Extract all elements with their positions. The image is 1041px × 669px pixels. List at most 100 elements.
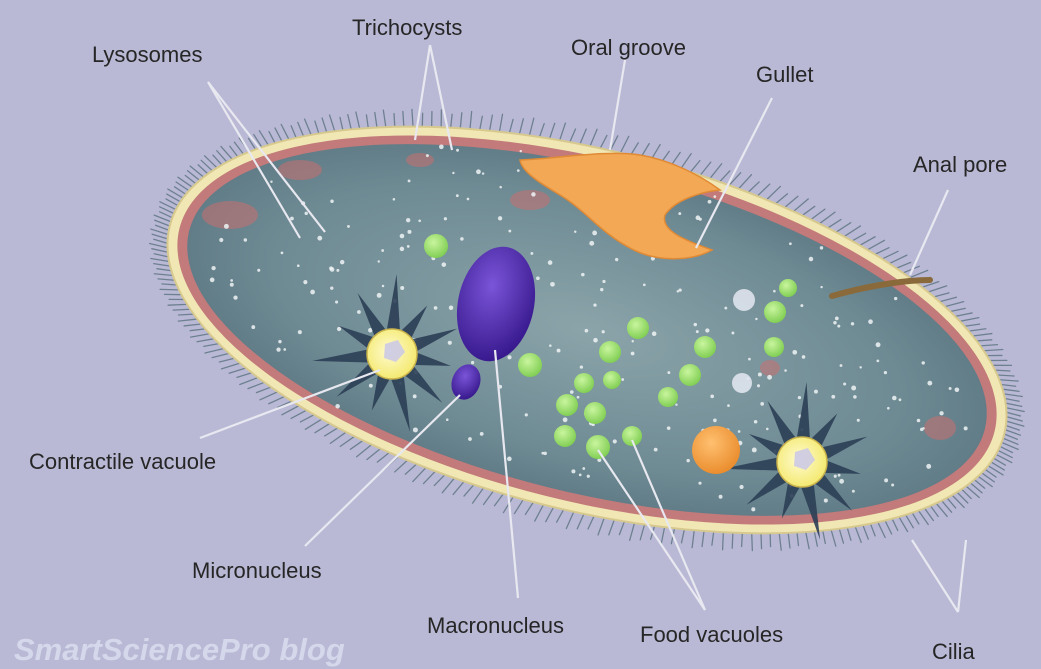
cilium [162,284,177,285]
granule [418,219,421,222]
granule [452,172,454,174]
granule [800,304,803,307]
cilium [748,182,759,192]
granule [922,427,924,429]
cilium [831,530,836,546]
cilium [442,478,454,493]
granule [340,260,344,264]
food-vacuole [658,387,678,407]
cilium [298,122,304,136]
granule [579,474,582,477]
granule [809,257,813,261]
granule [773,290,776,293]
granule [814,390,818,394]
granule [413,394,417,398]
granule [698,482,701,485]
food-vacuole [584,402,606,424]
cilium [889,255,907,263]
granule [760,402,764,406]
cilium [256,387,271,393]
granule [955,387,960,392]
granule [851,322,854,325]
granule [400,247,405,252]
granule [408,179,411,182]
granule [758,373,762,377]
granule [834,475,837,478]
cilium [779,533,781,550]
granule [480,432,484,436]
cilium [852,233,866,241]
cilium [1005,399,1019,402]
cilium [839,529,843,543]
granule [508,230,511,233]
food-vacuole [586,435,610,459]
cilium [844,226,860,237]
cilium [366,115,368,128]
food-vacuole [554,425,576,447]
cilium [732,533,733,548]
cilium [240,378,258,385]
cilium [788,533,790,548]
cilium [757,184,769,196]
granule [449,306,453,310]
label-trichocysts: Trichocysts [352,15,462,40]
granule [378,260,380,262]
granule [468,437,472,441]
cilium [1006,421,1024,426]
granule [211,266,215,270]
cilium [234,142,243,154]
cilium [767,186,781,199]
cilium [291,126,296,138]
granule [525,413,528,416]
granule [710,394,714,398]
cilium [918,511,928,525]
granule [297,264,300,267]
cilium [742,533,743,547]
granule [891,483,894,486]
granule [400,234,405,239]
cilium [863,525,868,539]
cilium [546,507,554,522]
granule [219,238,223,242]
cilium [912,513,919,524]
granule [857,419,860,422]
cilium [681,154,692,169]
granule [868,319,873,324]
food-vacuole [679,364,701,386]
cilium [198,165,208,174]
cilium [710,164,722,179]
cilium [350,440,363,449]
cilium [152,234,168,239]
cilium [811,209,825,219]
cilium [875,248,889,255]
cilium [230,146,238,156]
cilium [960,318,979,322]
cilium [806,532,809,549]
granule [507,355,511,359]
granule [580,365,583,368]
cilium [322,118,327,132]
granule [230,279,233,282]
cilium [723,532,724,549]
granule [593,304,596,307]
cilium [557,509,564,522]
granule [587,475,590,478]
cilium [1006,412,1020,416]
cilium [212,353,229,357]
granule [330,199,334,203]
cilium [962,489,972,498]
granule [317,236,322,241]
granule [713,419,717,423]
granule [678,288,681,291]
cilium [1004,434,1017,439]
cilium [275,128,282,141]
cilium [154,274,173,276]
granule [577,396,580,399]
cilium [1003,389,1020,391]
granule [456,194,459,197]
cilium [550,123,555,138]
cilium [828,220,841,228]
granule [820,286,822,288]
cilium [836,223,851,233]
cilium [509,119,513,132]
